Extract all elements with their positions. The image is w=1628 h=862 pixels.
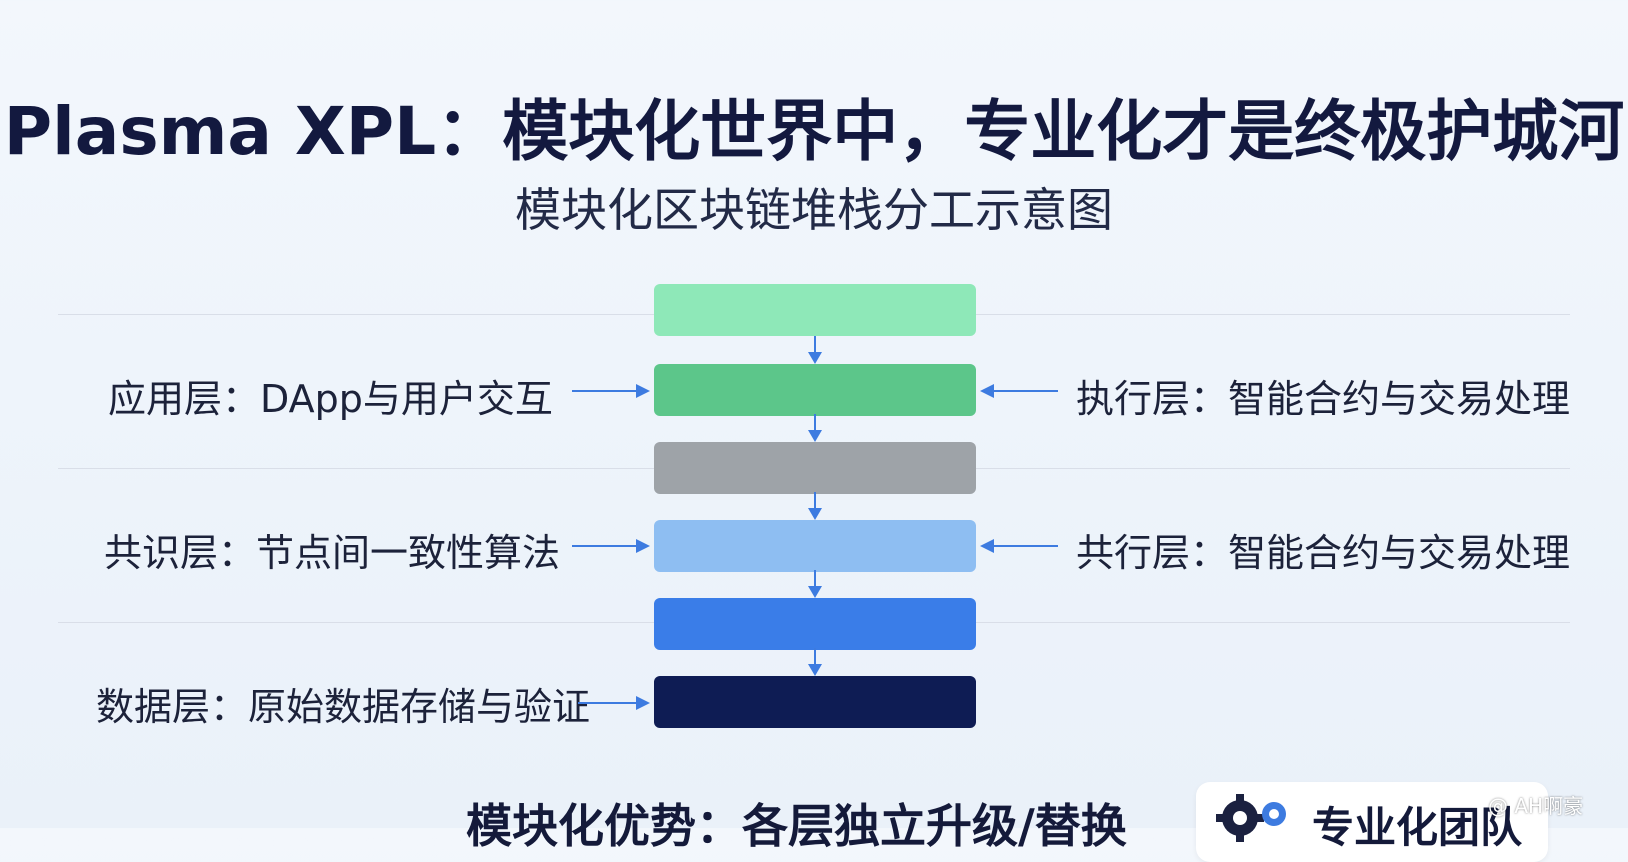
label-app-layer: 应用层：DApp与用户交互 <box>108 377 553 421</box>
label-consensus-layer: 共识层：节点间一致性算法 <box>104 531 561 575</box>
left-arrow-icon <box>980 384 1058 398</box>
right-arrow-icon <box>572 539 650 553</box>
stack-layer-5 <box>654 598 976 650</box>
stack-layer-2 <box>654 364 976 416</box>
stack-layer-1 <box>654 284 976 336</box>
right-arrow-icon <box>578 696 650 710</box>
stack-layer-4 <box>654 520 976 572</box>
left-arrow-icon <box>980 539 1058 553</box>
main-title: Plasma XPL：模块化世界中，专业化才是终极护城河 <box>3 93 1625 170</box>
label-data-layer: 数据层：原始数据存储与验证 <box>96 685 591 729</box>
diagram-subtitle: 模块化区块链堆栈分工示意图 <box>515 183 1113 237</box>
label-shared-layer: 共行层：智能合约与交易处理 <box>1076 531 1571 575</box>
down-arrow-icon <box>808 648 822 676</box>
down-arrow-icon <box>808 336 822 364</box>
watermark: @ AH啊豪 <box>1488 794 1584 818</box>
advantage-text: 模块化优势：各层独立升级/替换 <box>466 799 1127 853</box>
down-arrow-icon <box>808 414 822 442</box>
down-arrow-icon <box>808 492 822 520</box>
label-execution-layer: 执行层：智能合约与交易处理 <box>1076 377 1571 421</box>
stack-layer-3 <box>654 442 976 494</box>
down-arrow-icon <box>808 570 822 598</box>
gear-icon <box>1216 794 1286 842</box>
stack-layer-6 <box>654 676 976 728</box>
right-arrow-icon <box>572 384 650 398</box>
